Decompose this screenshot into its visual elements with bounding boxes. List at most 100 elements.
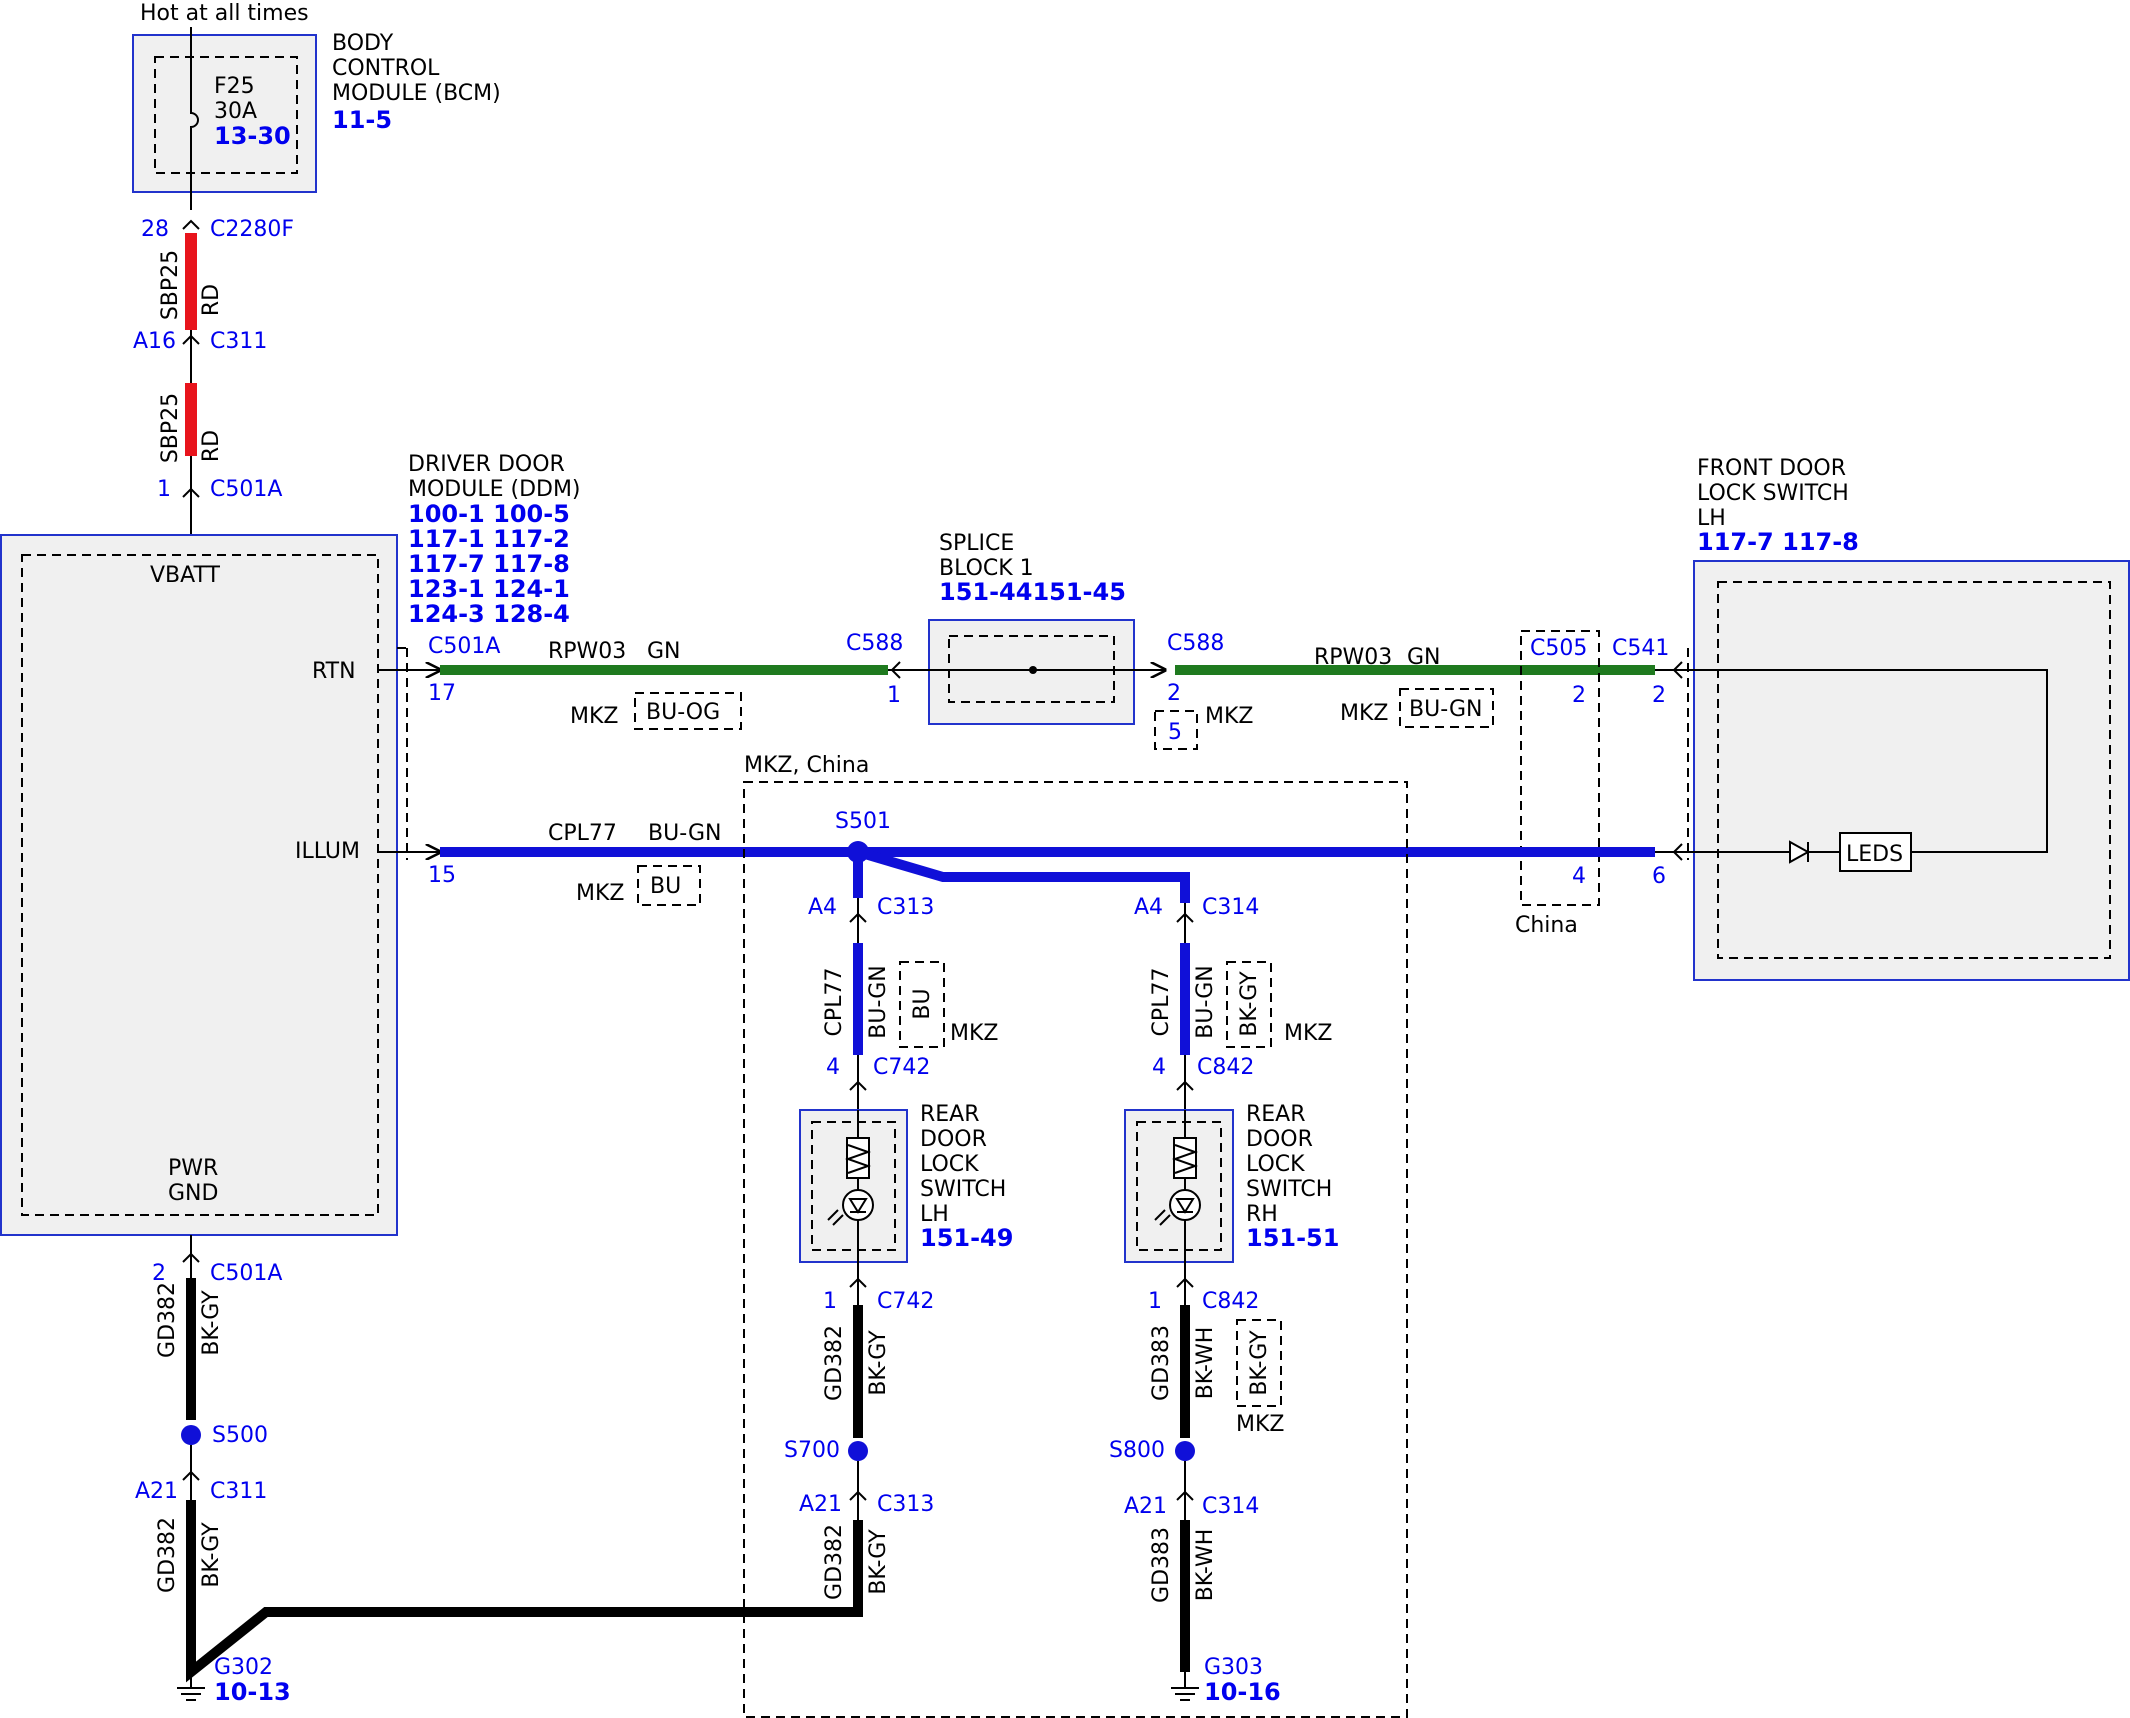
ddm-gd382-color: BK-GY bbox=[199, 1290, 224, 1356]
lh-gd382-color-2: BK-GY bbox=[866, 1529, 891, 1595]
splice-s500 bbox=[181, 1425, 201, 1445]
c541-pin-6: 6 bbox=[1652, 864, 1666, 889]
rpw03-color-left: GN bbox=[647, 639, 681, 664]
lh-c742-connector-bottom: C742 bbox=[877, 1289, 934, 1314]
splice-block-1 bbox=[920, 619, 1155, 725]
ddm-ref-5: 124-3 128-4 bbox=[408, 600, 570, 628]
rtn-alt-color-left: BU-OG bbox=[646, 700, 720, 725]
wire-cpl77-branch-rh bbox=[856, 847, 1190, 903]
c505-pin-4: 4 bbox=[1572, 864, 1586, 889]
ddm-gnd-pin: GND bbox=[168, 1181, 218, 1206]
lh-alt-label: MKZ bbox=[950, 1021, 998, 1046]
rear-rh-name-2: DOOR bbox=[1246, 1127, 1313, 1152]
s700-label: S700 bbox=[784, 1438, 840, 1463]
ddm-ref-4: 123-1 124-1 bbox=[408, 575, 570, 603]
bcm-ref: 11-5 bbox=[332, 106, 392, 134]
ddm-ref-1: 100-1 100-5 bbox=[408, 500, 570, 528]
rear-lh-ref: 151-49 bbox=[920, 1224, 1013, 1252]
lh-c742-pin-top: 4 bbox=[826, 1055, 840, 1080]
splice-block-label: SPLICE BLOCK 1 151-44151-45 bbox=[939, 531, 1126, 606]
illum-pin-15: 15 bbox=[428, 863, 456, 888]
rh-gnd-alt-label: MKZ bbox=[1236, 1412, 1284, 1437]
lh-cpl77-circuit: CPL77 bbox=[822, 968, 847, 1037]
ddm-pwr-pin: PWR bbox=[168, 1156, 218, 1181]
ground-g302-icon bbox=[177, 1672, 205, 1701]
rear-lh-label: REAR DOOR LOCK SWITCH LH 151-49 bbox=[920, 1102, 1013, 1252]
bcm-name-line2: CONTROL bbox=[332, 56, 440, 81]
rpw03-color-right: GN bbox=[1407, 645, 1441, 670]
rpw03-circuit-left: RPW03 bbox=[548, 639, 626, 664]
c501a-pin-1: 1 bbox=[157, 477, 171, 502]
rear-rh-name-5: RH bbox=[1246, 1202, 1278, 1227]
leds-label: LEDS bbox=[1846, 842, 1903, 867]
ddm-name-line2: MODULE (DDM) bbox=[408, 477, 581, 502]
bcm-name-line1: BODY bbox=[332, 31, 394, 56]
ddm-gnd-c311-pin: A21 bbox=[135, 1479, 178, 1504]
ddm-ref-3: 117-7 117-8 bbox=[408, 550, 570, 578]
rtn-alt-label-left: MKZ bbox=[570, 704, 618, 729]
splice-s700 bbox=[848, 1441, 868, 1461]
rear-lh-name-1: REAR bbox=[920, 1102, 980, 1127]
ddm-gd382-circuit: GD382 bbox=[155, 1282, 180, 1358]
splice-refs: 151-44151-45 bbox=[939, 578, 1126, 606]
bcm-name-line3: MODULE (BCM) bbox=[332, 81, 501, 106]
ddm-gd382-color-2: BK-GY bbox=[199, 1522, 224, 1588]
illum-alt-label: MKZ bbox=[576, 881, 624, 906]
lh-cpl77-color: BU-GN bbox=[866, 965, 891, 1038]
rh-gnd-alt-color: BK-GY bbox=[1247, 1330, 1272, 1396]
c588-left-pin: 1 bbox=[887, 683, 901, 708]
lh-c313b-connector: C313 bbox=[877, 1492, 934, 1517]
fuse-ref: 13-30 bbox=[214, 122, 291, 150]
cpl77-color-main: BU-GN bbox=[648, 821, 721, 846]
c505-connector: C505 bbox=[1530, 636, 1587, 661]
rh-alt-label: MKZ bbox=[1284, 1021, 1332, 1046]
rh-gd383-color: BK-WH bbox=[1193, 1327, 1218, 1400]
lh-c313-connector: C313 bbox=[877, 895, 934, 920]
rear-rh-name-3: LOCK bbox=[1246, 1152, 1305, 1177]
leds-box bbox=[1839, 832, 1912, 872]
region-label: MKZ, China bbox=[744, 753, 869, 778]
lh-c742-connector-top: C742 bbox=[873, 1055, 930, 1080]
c2280f-pin: 28 bbox=[141, 217, 169, 242]
sbp25-color-2: RD bbox=[199, 430, 224, 462]
splice-s800 bbox=[1175, 1441, 1195, 1461]
sbp25-color-1: RD bbox=[199, 284, 224, 316]
rh-c842-pin-top: 4 bbox=[1152, 1055, 1166, 1080]
splice-name-line1: SPLICE bbox=[939, 531, 1014, 556]
rear-lh-name-5: LH bbox=[920, 1202, 949, 1227]
rtn-c501a-connector: C501A bbox=[428, 634, 500, 659]
rear-rh-label: REAR DOOR LOCK SWITCH RH 151-51 bbox=[1246, 1102, 1339, 1252]
splice-name-line2: BLOCK 1 bbox=[939, 556, 1034, 581]
rh-c314b-pin: A21 bbox=[1124, 1494, 1167, 1519]
wire-gd382-ground-run bbox=[186, 1500, 863, 1683]
diode-icon bbox=[1789, 840, 1811, 864]
rh-c842-pin-bottom: 1 bbox=[1148, 1289, 1162, 1314]
ground-g303-icon bbox=[1171, 1672, 1199, 1701]
rear-door-lock-switch-rh bbox=[1124, 1109, 1234, 1263]
rtn-alt-color-right: BU-GN bbox=[1409, 697, 1482, 722]
c588-right-connector: C588 bbox=[1167, 631, 1224, 656]
c501a-connector-top: C501A bbox=[210, 477, 282, 502]
c588-left-connector: C588 bbox=[846, 631, 903, 656]
rh-alt-color: BK-GY bbox=[1237, 971, 1262, 1037]
s501-label: S501 bbox=[835, 809, 891, 834]
hot-at-all-times-label: Hot at all times bbox=[140, 1, 309, 26]
rpw03-circuit-right: RPW03 bbox=[1314, 645, 1392, 670]
ddm-gd382-circuit-2: GD382 bbox=[155, 1517, 180, 1593]
rh-cpl77-circuit: CPL77 bbox=[1149, 968, 1174, 1037]
illum-alt-color: BU bbox=[650, 874, 681, 899]
ddm-ref-2: 117-1 117-2 bbox=[408, 525, 570, 553]
lh-alt-color: BU bbox=[910, 988, 935, 1019]
c2280f-connector: C2280F bbox=[210, 217, 294, 242]
lh-gd382-color: BK-GY bbox=[866, 1330, 891, 1396]
lh-gd382-circuit: GD382 bbox=[822, 1325, 847, 1401]
ddm-gnd-pin-2: 2 bbox=[152, 1261, 166, 1286]
rh-c842-connector-bottom: C842 bbox=[1202, 1289, 1259, 1314]
c588-alt-pin-label: MKZ bbox=[1205, 704, 1253, 729]
c311-connector: C311 bbox=[210, 329, 267, 354]
lh-c313-pin: A4 bbox=[808, 895, 837, 920]
front-switch-name-1: FRONT DOOR bbox=[1697, 456, 1846, 481]
bcm-label: BODY CONTROL MODULE (BCM) 11-5 bbox=[332, 31, 501, 134]
rear-door-lock-switch-lh bbox=[799, 1109, 908, 1263]
